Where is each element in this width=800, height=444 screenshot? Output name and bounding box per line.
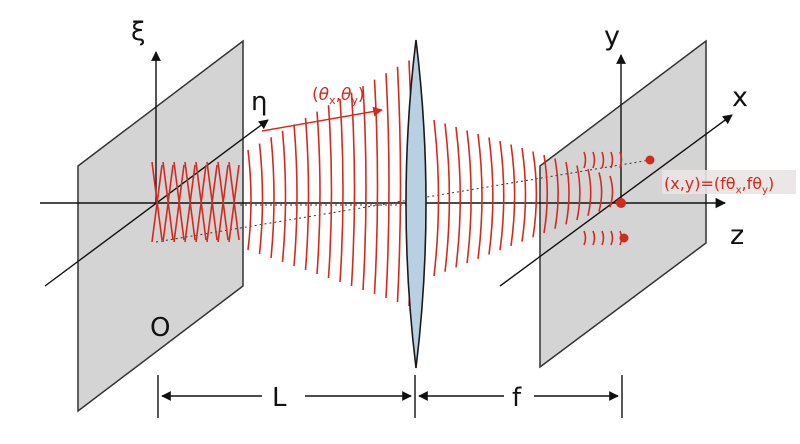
wavefront-converging: [598, 172, 603, 212]
wavefront-converging: [565, 161, 570, 225]
wavefront-converging: [510, 144, 516, 247]
wavefront-incoming: [293, 124, 298, 267]
focal-dot-center: [616, 198, 626, 208]
wavefront-converging: [466, 130, 472, 264]
eta-label: η: [251, 87, 267, 117]
wavefront-converging: [444, 123, 451, 272]
wavefront-converging: [587, 168, 592, 216]
wavefront-converging: [576, 165, 581, 221]
wavefront-cross-b: [217, 164, 229, 243]
wavefront-lower-beam: [610, 230, 614, 246]
wavefront-incoming: [281, 130, 287, 263]
x-axis-label: x: [732, 82, 748, 113]
wavefront-upper-beam: [610, 151, 614, 169]
wavefront-cross-b: [151, 164, 163, 243]
wavefront-incoming: [373, 79, 379, 295]
wavefront-cross-b: [195, 164, 207, 243]
wavefront-lower-beam: [592, 230, 596, 246]
dotted-ray: [155, 159, 651, 243]
wavefront-incoming: [270, 137, 275, 259]
angle-arrow: [261, 106, 383, 132]
wavefront-upper-beam: [592, 151, 596, 169]
distance-L-label: L: [272, 383, 287, 413]
focal-annotation-bg: [662, 170, 796, 194]
wavefront-incoming: [396, 66, 402, 303]
wavefront-cross-b: [206, 164, 218, 243]
wavefront-converging: [543, 154, 549, 234]
y-axis-label: y: [604, 21, 620, 52]
wavefront-upper-beam: [583, 151, 587, 169]
wavefront-upper-beam: [601, 151, 605, 169]
wavefront-incoming: [350, 92, 356, 287]
wavefront-incoming: [304, 117, 310, 271]
wavefront-incoming: [327, 105, 333, 279]
wavefront-converging: [433, 119, 440, 277]
wavefront-incoming: [247, 149, 252, 251]
focal-dot-upper: [645, 155, 655, 165]
focal-dot-lower: [619, 233, 629, 243]
origin-label: O: [150, 313, 170, 343]
wavefront-cross-b: [173, 164, 185, 243]
focal-annotation: (x,y)=(fθx,fθy): [664, 174, 774, 196]
wavefront-incoming: [362, 85, 367, 291]
wavefront-incoming: [316, 111, 321, 275]
wavefront-lower-beam: [583, 230, 587, 246]
wavefront-lower-beam: [601, 230, 605, 246]
distance-f-label: f: [512, 383, 522, 413]
wavefront-incoming: [258, 143, 264, 255]
z-axis-label: z: [730, 220, 744, 251]
wavefront-incoming: [339, 98, 344, 283]
wavefront-converging: [609, 175, 614, 208]
wavefront-converging: [488, 137, 494, 255]
wavefront-upper-beam: [619, 151, 623, 169]
wavefront-converging: [477, 133, 483, 259]
wavefront-converging: [532, 151, 538, 238]
x-axis: [499, 114, 733, 287]
wavefront-converging: [455, 126, 462, 268]
wavefront-converging: [521, 147, 527, 242]
angle-annotation: (θx,θy): [312, 85, 365, 107]
lens: [405, 39, 427, 369]
wavefront-cross-b: [228, 164, 240, 243]
wavefront-cross-b: [162, 164, 174, 243]
wavefront-incoming: [385, 73, 390, 299]
wavefront-cross-b: [184, 164, 196, 243]
wavefront-converging: [499, 140, 505, 251]
wavefront-converging: [554, 158, 559, 229]
xi-label: ξ: [131, 17, 146, 47]
